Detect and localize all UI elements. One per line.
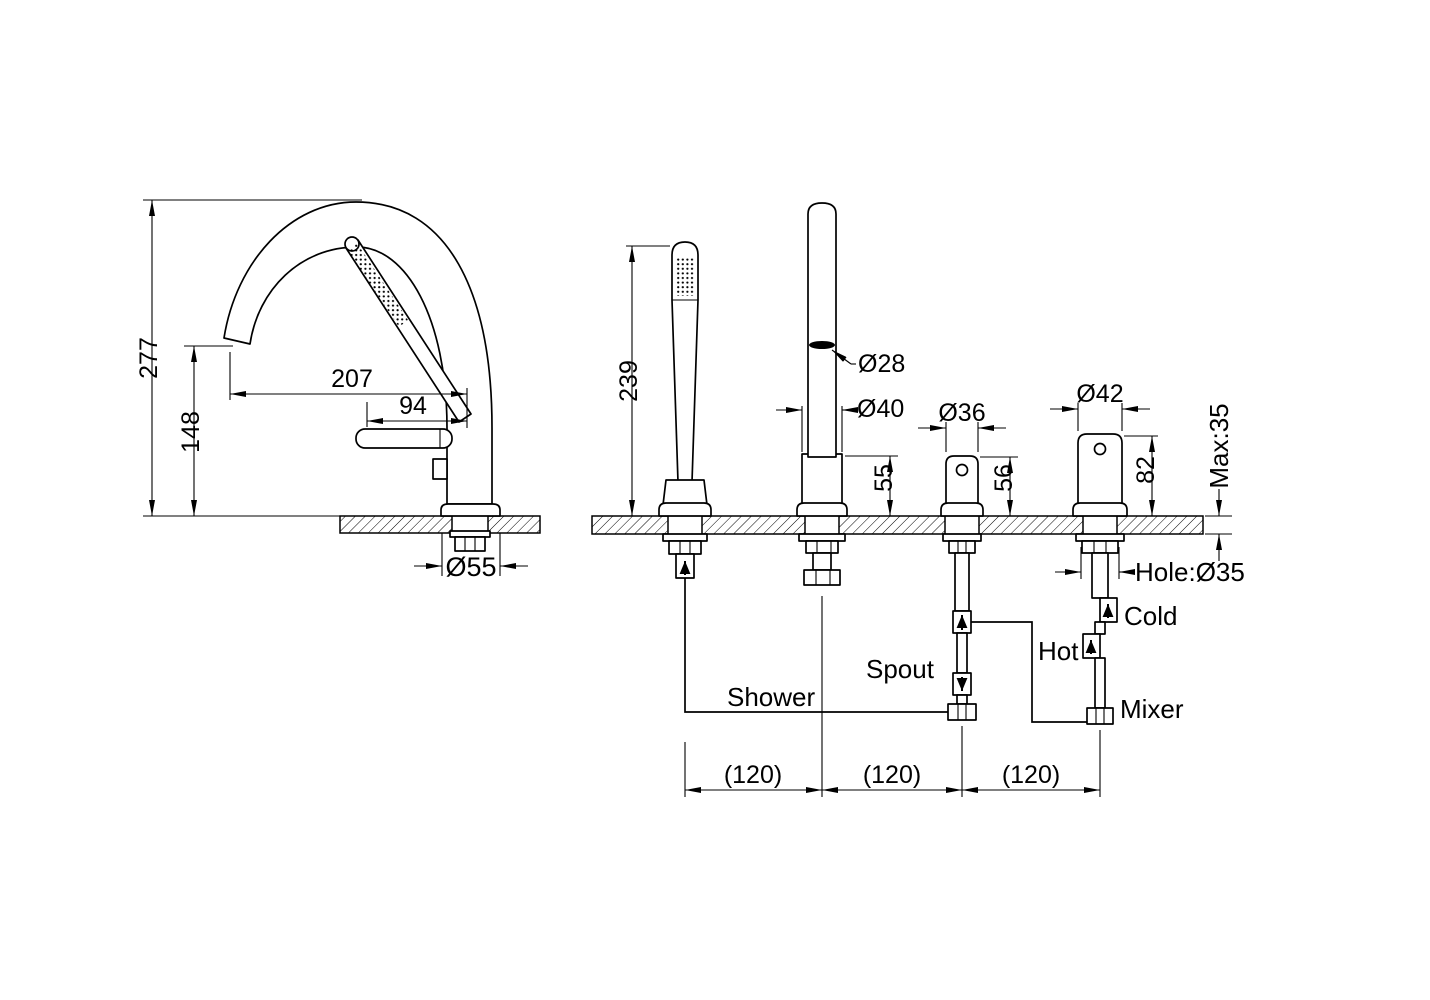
handshower-escutcheon	[658, 502, 712, 517]
dim-text-max35: Max:35	[1204, 403, 1234, 488]
dim-spout-tip-diameter: Ø28	[831, 349, 905, 378]
spout-undermount	[798, 533, 846, 586]
handshower-undermount	[662, 533, 708, 579]
side-view: 277 148 207 94 Ø55	[135, 199, 541, 582]
dim-handshower-height: 239	[615, 245, 670, 516]
dim-text-239: 239	[615, 360, 643, 402]
label-cold: Cold	[1124, 601, 1177, 631]
dim-mixer-height: 82	[1124, 435, 1160, 516]
dim-text-207: 207	[331, 365, 373, 393]
diverter-escutcheon	[940, 502, 984, 517]
mixer-outlet-fitting	[1086, 707, 1114, 725]
handshower-side	[344, 236, 472, 423]
dim-spout-base-diameter: Ø40	[776, 395, 904, 452]
handshower-spray-dots-front	[675, 258, 695, 296]
dim-max-deck-thickness: Max:35	[1204, 403, 1234, 561]
dim-text-55: 55	[870, 464, 898, 492]
dim-spout-height: 148	[177, 345, 233, 516]
dim-handle-reach: 94	[366, 392, 467, 427]
handshower-spray-dots-side	[348, 243, 408, 327]
dim-spout-reach: 207	[229, 352, 468, 428]
dim-text-o40: Ø40	[857, 395, 904, 423]
handshower-front	[658, 241, 712, 579]
spout-base	[801, 453, 843, 506]
lever-handle	[355, 428, 453, 480]
base-flange	[440, 503, 501, 517]
mounting-hardware-side	[449, 530, 491, 552]
dim-text-94: 94	[399, 392, 427, 420]
spout-front	[796, 202, 848, 586]
dim-text-o28: Ø28	[858, 350, 905, 378]
dim-text-277: 277	[135, 337, 163, 379]
dim-text-spacing-2: (120)	[863, 761, 921, 789]
dim-overall-height: 277	[135, 199, 362, 517]
dim-text-82: 82	[1132, 456, 1160, 484]
dim-mixer-diameter: Ø42	[1050, 380, 1150, 431]
dim-hole-spacings: (120) (120) (120)	[684, 596, 1101, 797]
label-shower: Shower	[727, 682, 815, 712]
deck-section-left	[339, 515, 541, 534]
label-hot: Hot	[1038, 636, 1079, 666]
mixer-undermount	[1075, 533, 1125, 725]
dim-spout-base-height: 55	[845, 455, 898, 516]
spout-section-ellipse	[809, 341, 835, 349]
spout-escutcheon	[796, 502, 848, 517]
front-view: 239 Ø28 Ø40 55 Ø36	[591, 202, 1245, 797]
dim-text-hole-o35: Hole:Ø35	[1135, 557, 1245, 587]
dim-text-spacing-1: (120)	[724, 761, 782, 789]
shower-hose	[684, 578, 948, 713]
handshower-holder	[662, 479, 708, 506]
diverter-front	[940, 455, 984, 721]
mixer-indicator-dot	[1093, 442, 1107, 456]
dim-diverter-height: 56	[980, 456, 1018, 516]
dim-text-148: 148	[177, 411, 205, 453]
dim-text-o42: Ø42	[1076, 380, 1123, 408]
mixer-to-diverter-hose	[971, 621, 1087, 723]
mixer-body	[1077, 433, 1123, 508]
dim-text-spacing-3: (120)	[1002, 761, 1060, 789]
faucet-spout-curve	[223, 201, 493, 505]
shower-hose-fitting	[947, 703, 977, 721]
mixer-front	[1072, 433, 1128, 725]
dim-diverter-diameter: Ø36	[918, 399, 1006, 452]
label-mixer: Mixer	[1120, 694, 1184, 724]
mixer-escutcheon	[1072, 502, 1128, 517]
dim-text-o55: Ø55	[445, 552, 496, 582]
dim-mounting-hole: Hole:Ø35	[1055, 547, 1245, 587]
dim-text-o36: Ø36	[938, 399, 985, 427]
diverter-undermount	[942, 533, 982, 721]
dim-base-diameter: Ø55	[414, 533, 528, 582]
diverter-body	[945, 455, 979, 508]
dim-text-56: 56	[990, 464, 1018, 492]
deck-section-front	[591, 515, 1204, 535]
diverter-indicator-dot	[955, 463, 969, 477]
spout-tube	[807, 202, 837, 458]
label-spout: Spout	[866, 654, 935, 684]
